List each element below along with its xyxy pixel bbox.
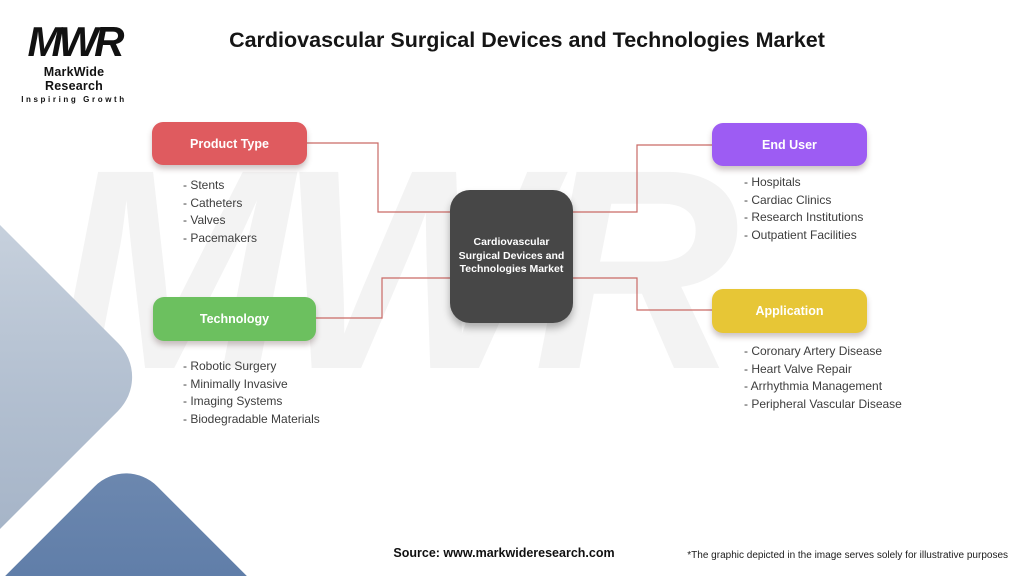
connector-application — [573, 277, 713, 311]
logo-tagline: Inspiring Growth — [21, 95, 127, 104]
mwr-watermark: MWR — [55, 111, 739, 429]
logo-name: MarkWide Research — [43, 65, 105, 93]
list-item: - Catheters — [183, 195, 243, 210]
node-technology: Technology — [153, 297, 316, 341]
list-item: - Heart Valve Repair — [744, 361, 852, 376]
list-item: - Coronary Artery Disease — [744, 344, 883, 358]
list-item: - Imaging Systems — [183, 394, 283, 408]
list-item: - Pacemakers — [183, 230, 258, 245]
list-item: - Biodegradable Materials — [183, 411, 320, 426]
markwide-logo: MWR MarkWide Research Inspiring Growth — [16, 18, 132, 105]
node-application-label: Application — [755, 304, 824, 318]
connector-end-user — [573, 144, 713, 213]
technology-list: - Robotic Surgery - Minimally Invasive -… — [183, 358, 320, 428]
list-item: - Robotic Surgery — [183, 359, 277, 373]
node-product-type-label: Product Type — [190, 136, 269, 151]
page-title: Cardiovascular Surgical Devices and Tech… — [229, 28, 825, 52]
list-item: - Outpatient Facilities — [744, 227, 857, 242]
node-technology-label: Technology — [199, 312, 270, 326]
source-text: Source: www.markwideresearch.com — [393, 546, 615, 560]
list-item: - Hospitals — [744, 175, 801, 189]
application-list: - Coronary Artery Disease - Heart Valve … — [744, 343, 902, 413]
node-end-user-label: End User — [762, 137, 817, 152]
list-item: - Arrhythmia Management — [744, 379, 883, 393]
list-item: - Valves — [183, 213, 226, 227]
list-item: - Research Institutions — [744, 210, 864, 224]
node-end-user: End User — [712, 123, 867, 166]
node-application: Application — [712, 289, 867, 333]
list-item: - Cardiac Clinics — [744, 192, 832, 207]
list-item: - Peripheral Vascular Disease — [744, 396, 902, 411]
disclaimer-text: *The graphic depicted in the image serve… — [687, 550, 1008, 561]
connector-product-type — [307, 142, 450, 213]
list-item: - Stents — [183, 178, 225, 192]
center-node-market: Cardiovascular Surgical Devices and Tech… — [450, 190, 573, 323]
product-type-list: - Stents - Catheters - Valves - Pacemake… — [183, 177, 257, 247]
list-item: - Minimally Invasive — [183, 376, 288, 391]
center-node-label: Cardiovascular Surgical Devices and Tech… — [458, 236, 565, 276]
mwr-logo-mark: MWR — [27, 18, 125, 65]
connector-technology — [316, 277, 450, 319]
end-user-list: - Hospitals - Cardiac Clinics - Research… — [744, 174, 863, 244]
node-product-type: Product Type — [152, 122, 307, 165]
